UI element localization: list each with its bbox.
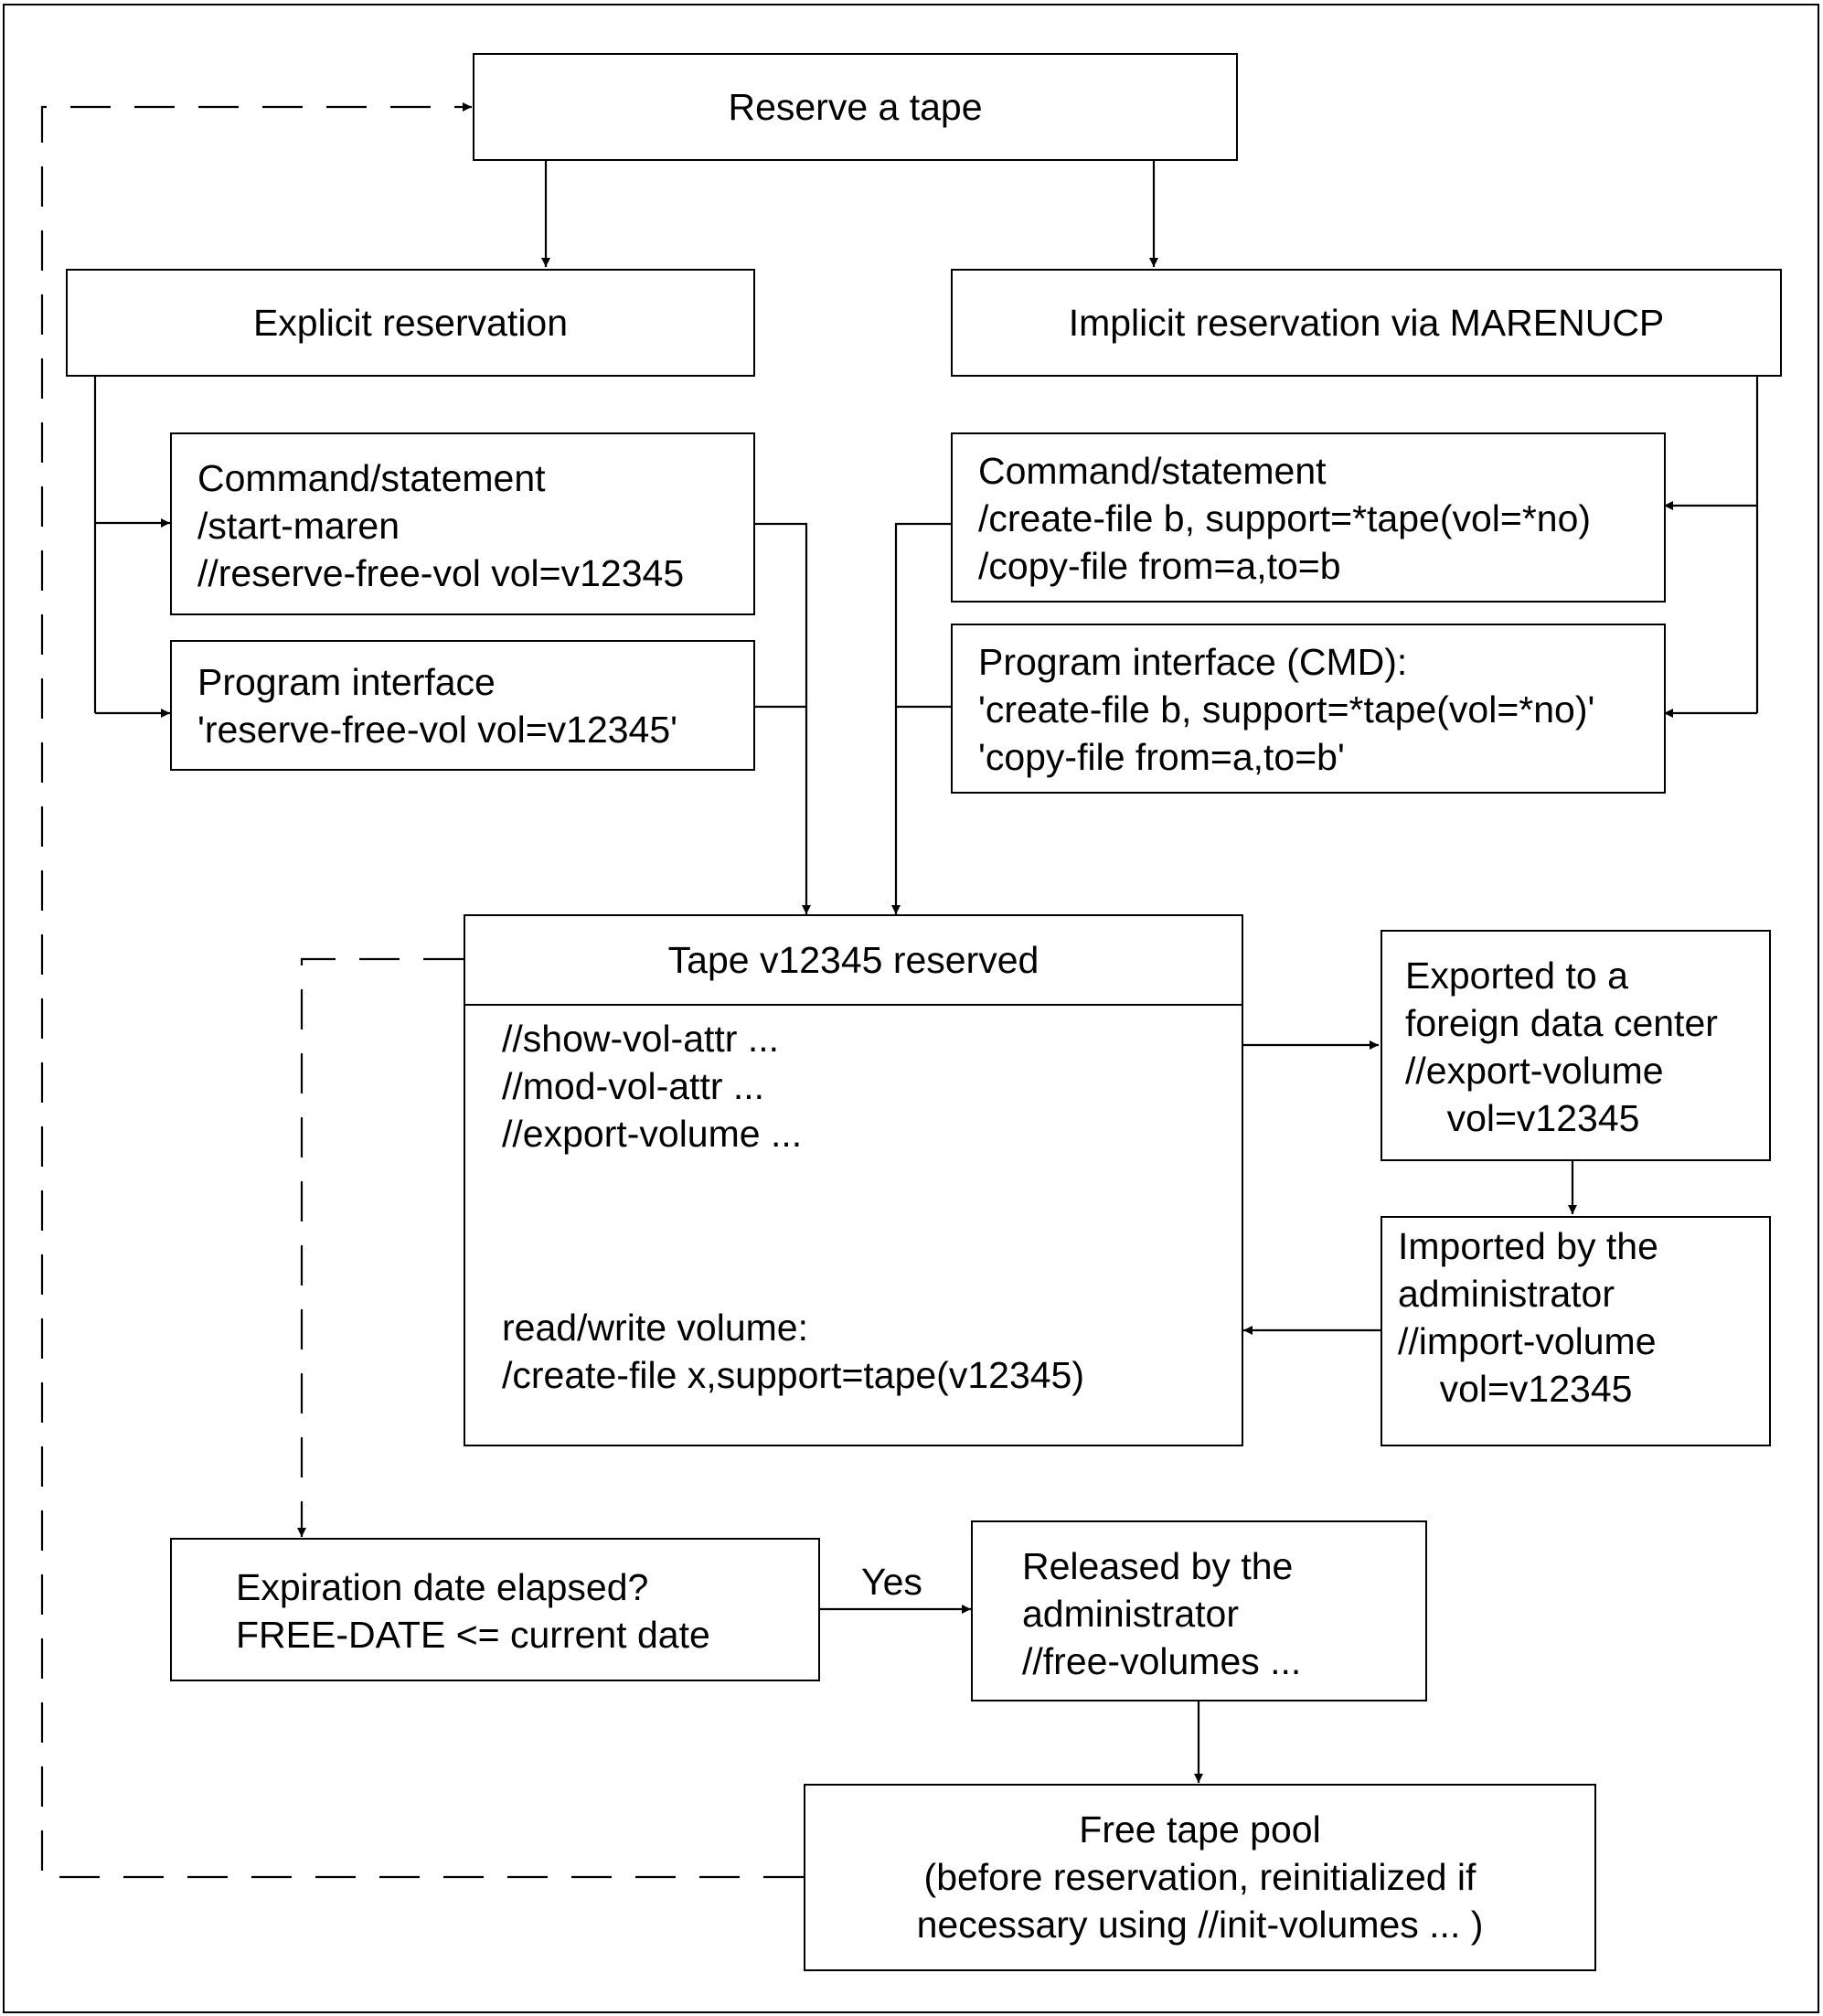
dashed-reserved-to-expiration — [297, 957, 464, 1537]
explicit-command-line-2: /start-maren — [197, 505, 400, 547]
explicit-command-line-3: //reserve-free-vol vol=v12345 — [197, 552, 685, 594]
implicit-program-box: Program interface (CMD): 'create-file b,… — [951, 624, 1666, 794]
explicit-program-line-2: 'reserve-free-vol vol=v12345' — [197, 709, 677, 751]
released-line-1: Released by the — [1022, 1545, 1294, 1587]
implicit-program-line-3: 'copy-file from=a,to=b' — [978, 736, 1345, 778]
exported-line-2: foreign data center — [1405, 1002, 1718, 1044]
reserved-rw-line-1: read/write volume: — [502, 1307, 808, 1349]
implicit-program-line-2: 'create-file b, support=*tape(vol=*no)' — [978, 688, 1595, 731]
expiration-line-1: Expiration date elapsed? — [236, 1566, 649, 1608]
imported-line-4: vol=v12345 — [1398, 1368, 1633, 1410]
imported-box: Imported by the administrator //import-v… — [1381, 1216, 1771, 1446]
implicit-command-line-3: /copy-file from=a,to=b — [978, 545, 1341, 587]
reserved-command-3: //export-volume ... — [502, 1113, 803, 1155]
exported-line-3: //export-volume — [1405, 1050, 1664, 1092]
imported-line-2: administrator — [1398, 1273, 1615, 1315]
yes-label: Yes — [861, 1561, 922, 1603]
free-tape-pool-box: Free tape pool (before reservation, rein… — [804, 1784, 1596, 1971]
tape-reserved-header: Tape v12345 reserved — [465, 916, 1242, 1006]
tape-reserved-box: Tape v12345 reserved //show-vol-attr ...… — [464, 914, 1243, 1446]
reserve-tape-title: Reserve a tape — [728, 86, 983, 128]
explicit-command-line-1: Command/statement — [197, 457, 546, 499]
reserved-rw-line-2: /create-file x,support=tape(v12345) — [502, 1354, 1085, 1396]
pool-line-2: (before reservation, reinitialized if — [923, 1856, 1477, 1898]
released-line-3: //free-volumes ... — [1022, 1640, 1302, 1682]
arrow-explicit-sources-to-reserved — [753, 522, 811, 914]
implicit-program-line-1: Program interface (CMD): — [978, 641, 1408, 683]
tape-reserved-title: Tape v12345 reserved — [667, 939, 1039, 981]
explicit-reservation-title: Explicit reservation — [252, 302, 569, 344]
pool-line-3: necessary using //init-volumes ... ) — [916, 1904, 1484, 1946]
exported-box: Exported to a foreign data center //expo… — [1381, 930, 1771, 1161]
imported-line-1: Imported by the — [1398, 1225, 1658, 1267]
reserve-tape-box: Reserve a tape — [473, 53, 1238, 161]
expiration-line-2: FREE-DATE <= current date — [236, 1614, 710, 1656]
exported-line-1: Exported to a — [1405, 955, 1628, 997]
expiration-box: Expiration date elapsed? FREE-DATE <= cu… — [170, 1538, 820, 1681]
pool-line-1: Free tape pool — [1079, 1808, 1321, 1851]
reserved-command-1: //show-vol-attr ... — [502, 1018, 780, 1060]
outer-frame — [3, 4, 1819, 2013]
explicit-program-line-1: Program interface — [197, 661, 496, 703]
exported-line-4: vol=v12345 — [1405, 1097, 1640, 1139]
reserved-command-2: //mod-vol-attr ... — [502, 1065, 765, 1107]
explicit-program-box: Program interface 'reserve-free-vol vol=… — [170, 640, 755, 771]
explicit-command-box: Command/statement /start-maren //reserve… — [170, 432, 755, 615]
reserved-rw-block: read/write volume: /create-file x,suppor… — [502, 1304, 1084, 1399]
implicit-command-line-2: /create-file b, support=*tape(vol=*no) — [978, 497, 1592, 539]
explicit-reservation-box: Explicit reservation — [66, 269, 755, 377]
implicit-reservation-box: Implicit reservation via MARENUCP — [951, 269, 1782, 377]
imported-line-3: //import-volume — [1398, 1320, 1657, 1362]
implicit-command-line-1: Command/statement — [978, 450, 1327, 492]
released-line-2: administrator — [1022, 1593, 1239, 1635]
released-box: Released by the administrator //free-vol… — [971, 1520, 1427, 1701]
implicit-command-box: Command/statement /create-file b, suppor… — [951, 432, 1666, 603]
reserved-command-list: //show-vol-attr ... //mod-vol-attr ... /… — [502, 1015, 802, 1157]
implicit-reservation-title: Implicit reservation via MARENUCP — [1068, 302, 1665, 344]
arrow-implicit-sources-to-reserved — [891, 522, 951, 914]
